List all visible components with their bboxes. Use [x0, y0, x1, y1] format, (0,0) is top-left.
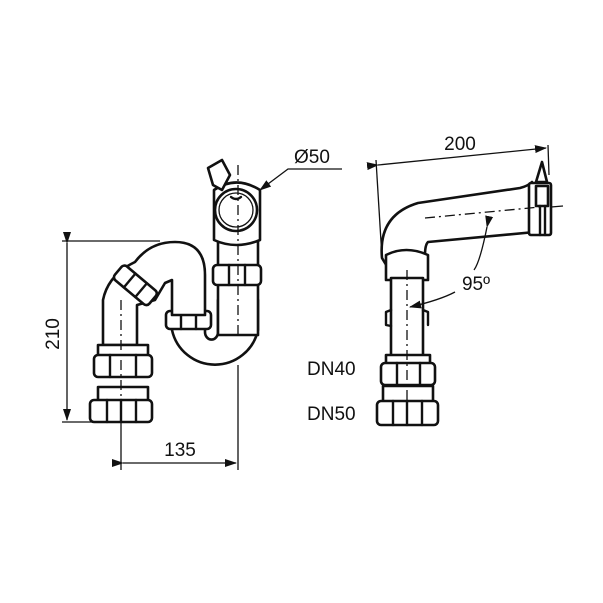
height-dimension: 210 — [43, 232, 160, 423]
dn50-label: DN50 — [307, 404, 356, 425]
diameter-callout: Ø50 — [259, 147, 342, 191]
height-dimension-label: 210 — [43, 318, 64, 350]
front-view: 210 135 Ø50 — [43, 147, 342, 470]
angle-label: 95º — [462, 274, 490, 295]
siphon-trap-side — [375, 160, 564, 427]
width-dimension: 135 — [112, 365, 239, 470]
siphon-trap-front — [88, 158, 263, 424]
side-view: 200 — [307, 134, 564, 427]
length-dimension-label: 200 — [444, 134, 476, 155]
length-dimension: 200 — [366, 134, 550, 259]
width-dimension-label: 135 — [164, 440, 196, 461]
angle-callout: 95º — [409, 215, 494, 309]
dn40-label: DN40 — [307, 359, 356, 380]
diameter-label: Ø50 — [294, 147, 330, 168]
